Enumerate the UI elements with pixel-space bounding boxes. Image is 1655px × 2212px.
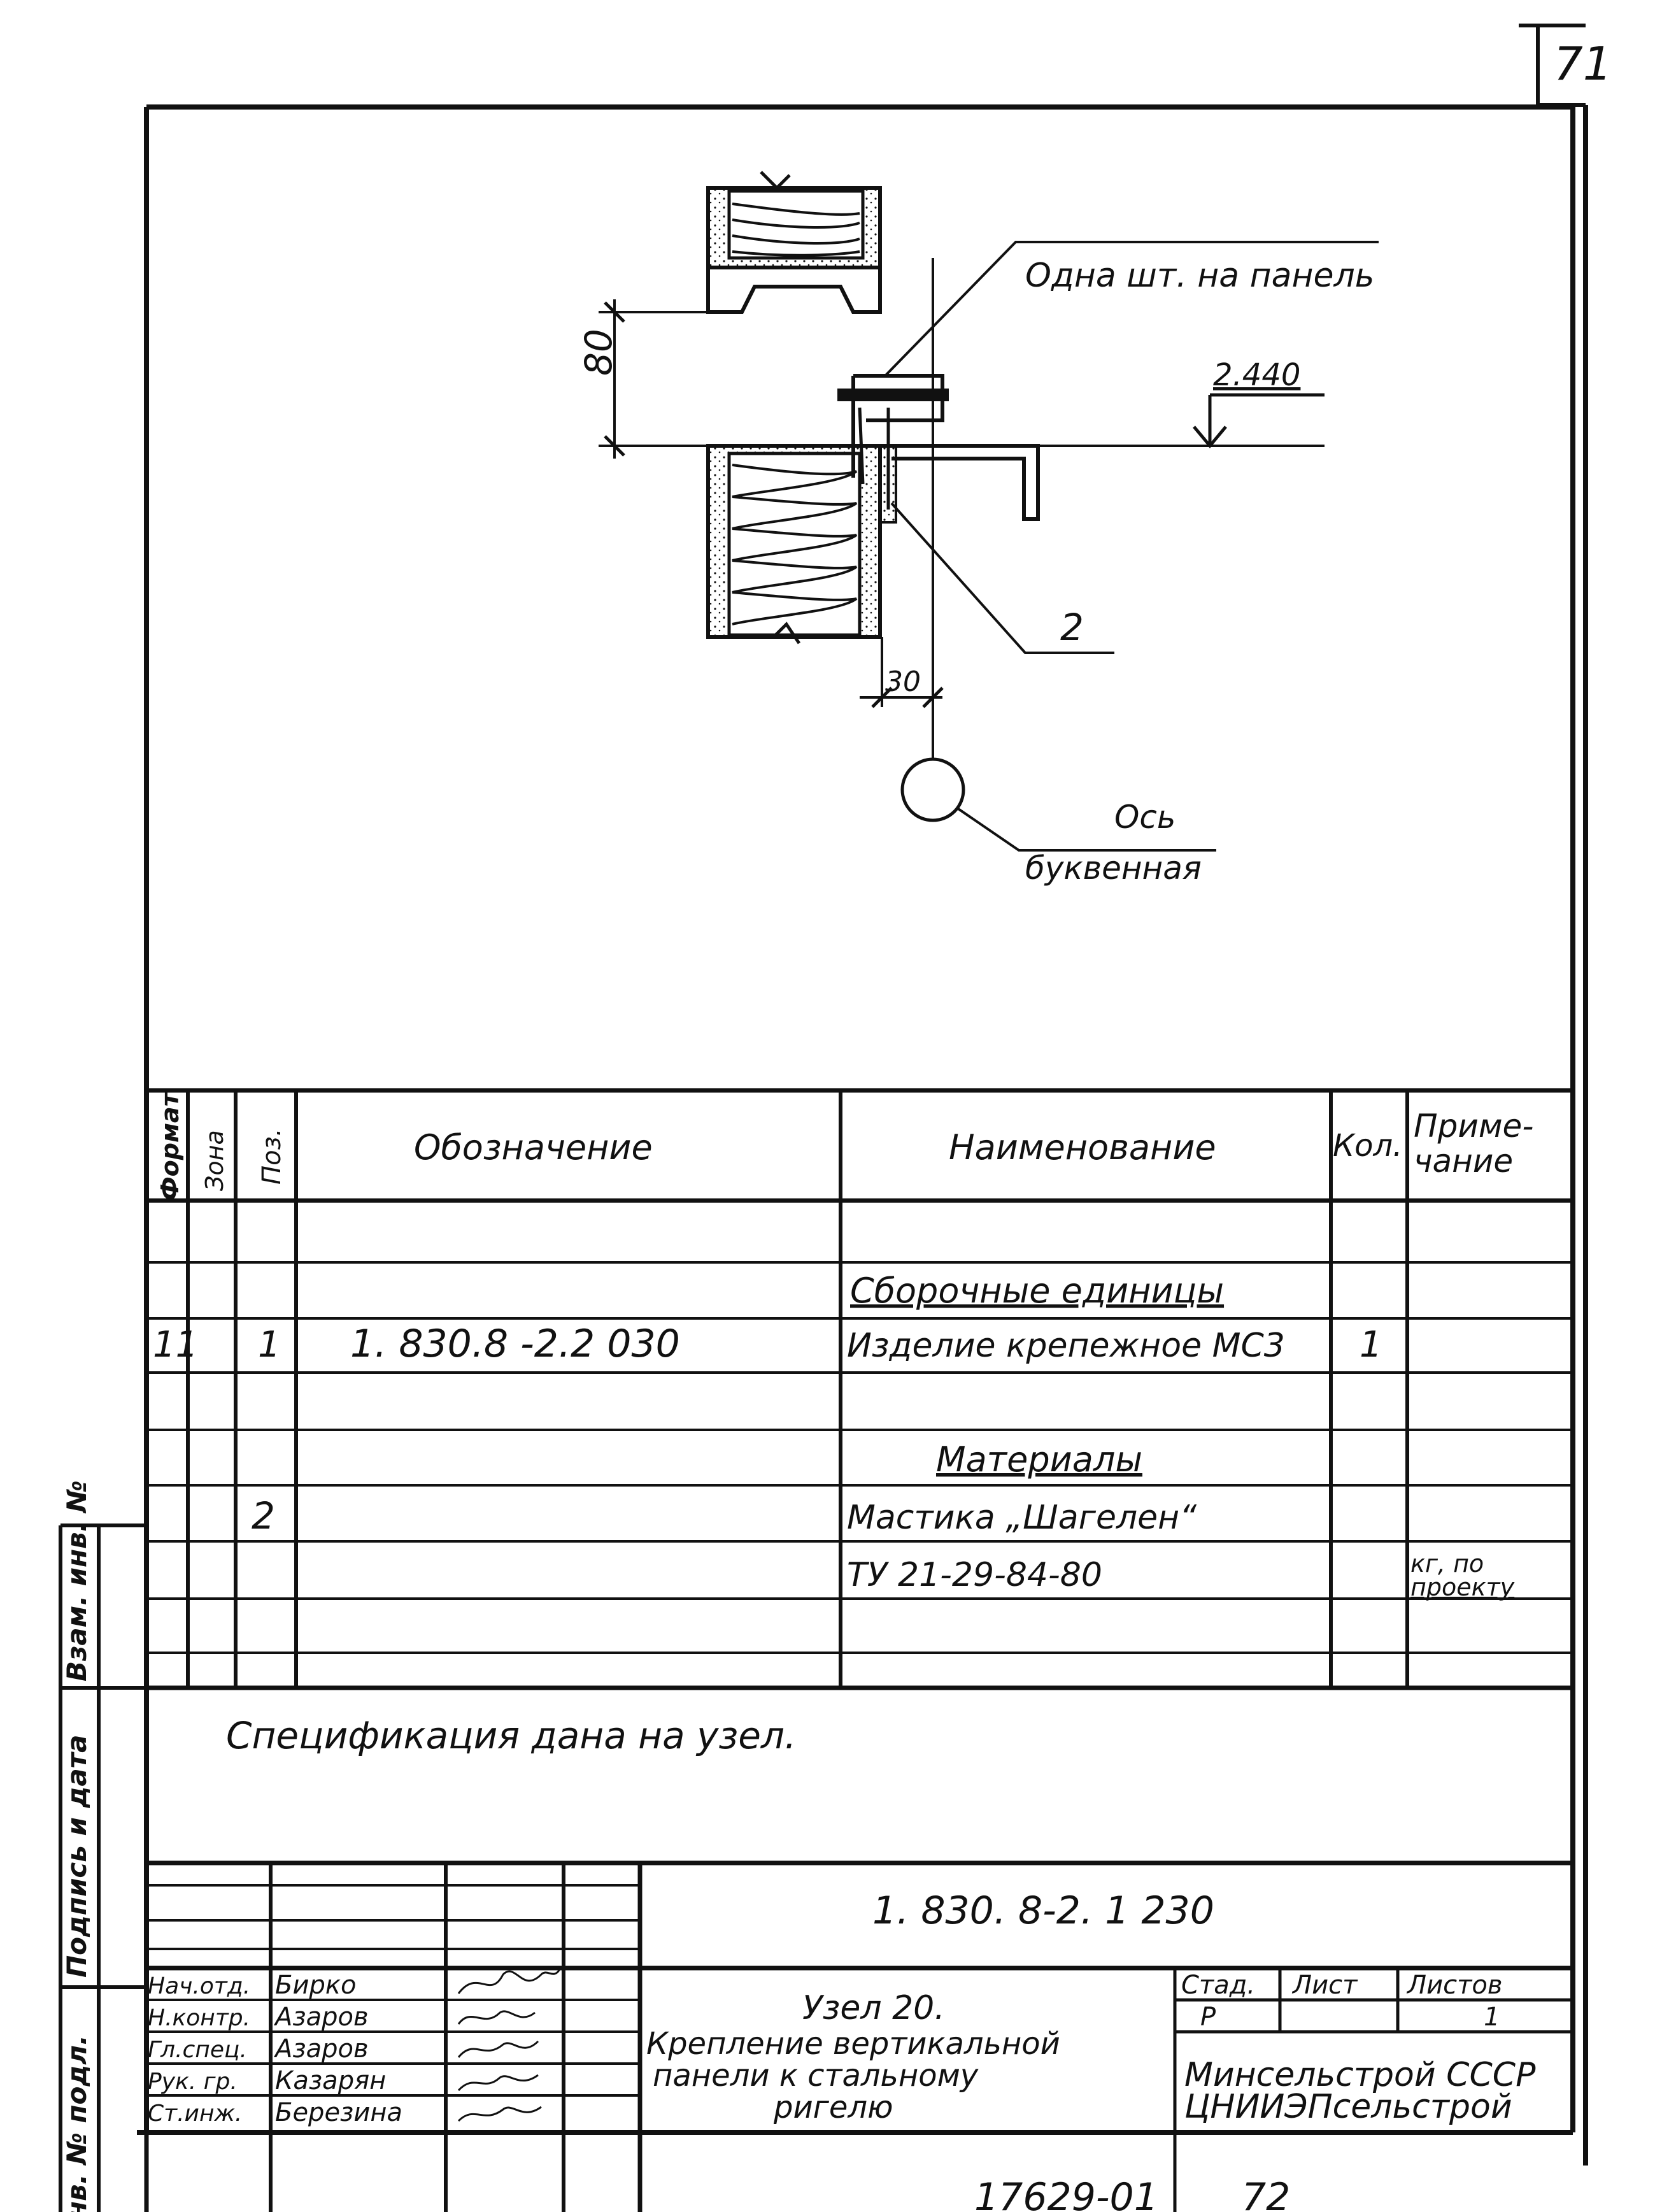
specification-note: Спецификация дана на узел. — [226, 1714, 796, 1757]
sheets-header: Листов — [1406, 1971, 1502, 2000]
footer-archive: 17629-01 72 — [974, 2175, 1290, 2212]
side-replace-inv: Взам. инв. № — [61, 1480, 92, 1681]
row2-pos: 2 — [252, 1494, 275, 1538]
fastener-callout: Одна шт. на панель — [884, 241, 1379, 377]
row3-note-1: кг, по — [1410, 1550, 1484, 1578]
role-1: Нач.отд. — [148, 1973, 250, 1999]
title-line-2: Крепление вертикальной — [646, 2026, 1060, 2062]
title-block: 1. 830. 8-2. 1 230 Нач.отд. Н.контр. Гл.… — [144, 1860, 1573, 2212]
node-drawing: Ось буквенная Одна шт. на панель 2.440 8… — [577, 171, 1379, 887]
axis-label-1: Ось — [1114, 799, 1176, 836]
position-2-callout: 2 — [890, 502, 1114, 654]
row2-name: Мастика „Шагелен“ — [847, 1499, 1197, 1537]
header-qty: Кол. — [1333, 1128, 1402, 1164]
row1-designation: 1. 830.8 -2.2 030 — [350, 1322, 680, 1366]
row1-format: 11 — [153, 1324, 198, 1366]
role-5: Ст.инж. — [148, 2101, 242, 2127]
fastener-callout-text: Одна шт. на панель — [1025, 257, 1374, 295]
dimension-30-text: 30 — [885, 666, 921, 698]
name-5: Березина — [275, 2098, 402, 2127]
org-line-2: ЦНИИЭПсельстрой — [1184, 2088, 1512, 2126]
dimension-80: 80 — [577, 299, 708, 459]
row3-name: ТУ 21-29-84-80 — [847, 1556, 1102, 1594]
header-zone: Зона — [201, 1130, 229, 1191]
title-line-4: ригелю — [773, 2090, 893, 2125]
row3-note-2: проекту — [1410, 1573, 1515, 1601]
role-4: Рук. гр. — [148, 2069, 238, 2095]
row1-qty: 1 — [1360, 1324, 1382, 1366]
document-code: 1. 830. 8-2. 1 230 — [872, 1888, 1214, 1933]
header-designation: Обозначение — [414, 1127, 653, 1167]
page-number-box: 71 — [1519, 24, 1612, 107]
level-mark: 2.440 — [611, 357, 1325, 448]
name-1: Бирко — [275, 1971, 356, 2000]
page-number: 71 — [1554, 37, 1612, 90]
header-name: Наименование — [949, 1127, 1216, 1167]
role-3: Гл.спец. — [148, 2037, 247, 2063]
stage-value: Р — [1200, 2002, 1216, 2032]
header-pos: Поз. — [257, 1128, 287, 1185]
role-2: Н.контр. — [148, 2005, 250, 2031]
upper-panel — [706, 171, 882, 314]
signatures — [457, 1967, 562, 2122]
position-2-label: 2 — [1060, 606, 1084, 649]
dimension-80-text: 80 — [577, 329, 620, 376]
archive-page: 72 — [1242, 2175, 1290, 2212]
side-strip: Взам. инв. № Подпись и дата Инв. № подл. — [59, 1480, 146, 2212]
section-assembly: Сборочные единицы — [850, 1271, 1224, 1311]
header-note-1: Приме- — [1414, 1108, 1533, 1145]
row1-pos: 1 — [258, 1324, 281, 1366]
sheet-header: Лист — [1291, 1971, 1358, 2000]
title-line-3: панели к стальному — [653, 2058, 979, 2094]
title-line-1: Узел 20. — [802, 1989, 945, 2027]
axis-marker: Ось буквенная — [900, 258, 1216, 887]
axis-label-2: буквенная — [1025, 850, 1202, 887]
side-inv-orig: Инв. № подл. — [61, 2035, 92, 2212]
level-mark-text: 2.440 — [1213, 357, 1300, 393]
section-materials: Материалы — [936, 1439, 1142, 1480]
sheets-value: 1 — [1484, 2002, 1500, 2032]
name-4: Казарян — [275, 2066, 386, 2095]
name-3: Азаров — [273, 2034, 369, 2064]
sheet-frame — [137, 104, 1588, 2166]
dimension-30: 30 — [860, 637, 944, 708]
stage-header: Стад. — [1181, 1971, 1255, 2000]
spec-table: Формат Зона Поз. Обозначение Наименовани… — [146, 1088, 1573, 1690]
row1-name: Изделие крепежное МС3 — [847, 1327, 1285, 1365]
header-note-2: чание — [1414, 1143, 1513, 1180]
name-2: Азаров — [273, 2002, 369, 2032]
header-format: Формат — [156, 1091, 184, 1201]
org-line-1: Минсельстрой СССР — [1184, 2056, 1536, 2094]
archive-number: 17629-01 — [974, 2175, 1158, 2212]
side-sign-date: Подпись и дата — [61, 1735, 92, 1978]
